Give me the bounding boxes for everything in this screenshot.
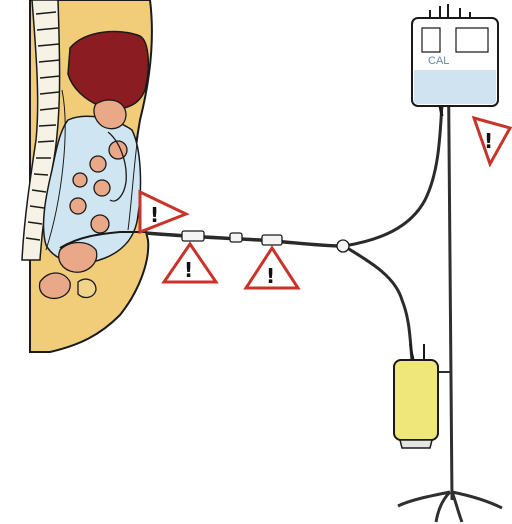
drain-bag-bottom	[400, 440, 432, 448]
connector-1	[182, 231, 204, 241]
inflow-tube	[344, 105, 442, 246]
warning-sign-bag: !	[474, 118, 510, 164]
drain-bag-body	[394, 360, 438, 440]
warning-triangles: ! ! ! !	[140, 118, 510, 288]
bag-label: CAL	[428, 55, 449, 67]
warning-sign-catheter: !	[164, 244, 216, 282]
dialysate-bag: CAL	[412, 4, 498, 116]
svg-text:!: !	[266, 264, 275, 288]
patient-torso	[22, 0, 152, 352]
outflow-tube	[344, 246, 412, 360]
svg-text:!: !	[184, 258, 193, 282]
svg-text:!: !	[484, 129, 493, 153]
warning-sign-abdomen: !	[140, 192, 186, 232]
bag-fluid	[414, 70, 496, 104]
connector-2	[230, 233, 242, 242]
connector-3	[262, 235, 282, 245]
warning-sign-connector: !	[246, 248, 298, 288]
svg-text:!: !	[150, 203, 159, 227]
tube-connectors	[182, 231, 349, 252]
bag-outlet	[440, 106, 442, 116]
y-junction	[337, 240, 349, 252]
drain-bag	[394, 344, 438, 448]
stand-legs	[398, 492, 502, 522]
transfer-set-tube	[146, 233, 342, 246]
